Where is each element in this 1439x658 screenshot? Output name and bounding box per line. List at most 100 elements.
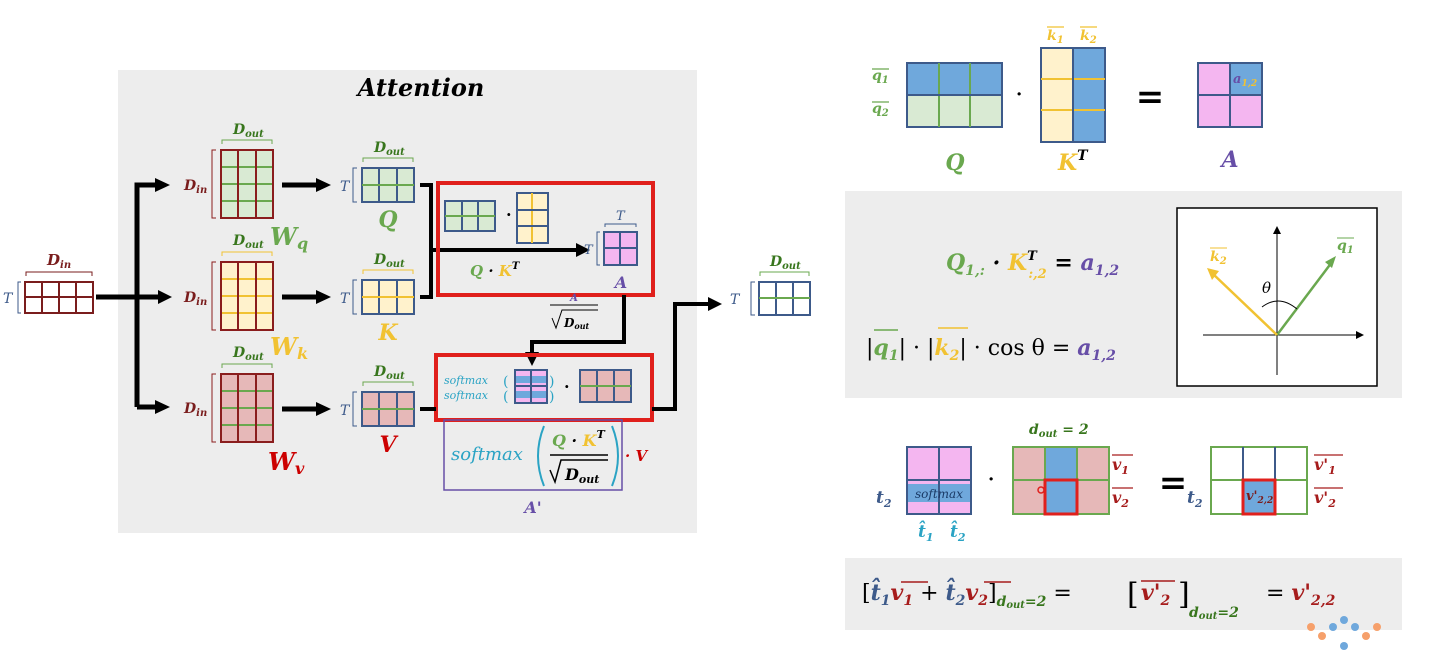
softmax-label-2: softmax	[444, 389, 489, 402]
wq-din-label: Din	[183, 178, 207, 196]
q2-label: q2	[872, 101, 889, 119]
arrow-head-q	[155, 178, 170, 192]
wk-label: Wk	[270, 332, 308, 363]
scale-connector	[530, 295, 626, 355]
v-dout-label: Dout	[373, 364, 405, 382]
q1-label: q1	[872, 68, 889, 86]
arrow-head-to-output	[708, 297, 722, 311]
big-kT-label: KT	[1057, 148, 1089, 176]
theta-arc	[1261, 300, 1298, 310]
big-q-matrix	[906, 62, 1003, 128]
t2-label-right: t2	[1187, 488, 1203, 510]
q-dout-label: Dout	[373, 140, 405, 158]
sum-panel	[845, 558, 1402, 630]
softmax-v-matrix	[579, 369, 632, 403]
qk-product-box	[436, 181, 655, 297]
wv-label: Wv	[268, 447, 305, 478]
output-dout-label: Dout	[769, 254, 801, 272]
softmax-row-label: softmax	[915, 487, 963, 501]
w-to-qkv-arrows	[282, 182, 318, 412]
arrow-head-to-K	[316, 290, 331, 304]
wk-matrix	[211, 251, 274, 331]
t2-label-left: t2	[876, 488, 892, 510]
a-prime-label: A'	[522, 498, 541, 517]
wv-dout-label: Dout	[232, 345, 264, 363]
q-T-label: T	[340, 179, 351, 195]
q1-vector	[1276, 261, 1333, 336]
y-axis-arrow	[1273, 226, 1281, 234]
q-label: Q	[378, 207, 397, 233]
wk-dout-label: Dout	[232, 233, 264, 251]
sum-sub-2: dout=2	[1189, 605, 1239, 622]
softmax-row-matrix	[906, 446, 972, 515]
a-matrix-small	[596, 223, 638, 266]
scale-denominator: Dout	[563, 316, 590, 331]
arrow-head-k	[158, 290, 172, 304]
a12-cell-label: a1,2	[1233, 72, 1257, 89]
sum-result: = v'2,2	[1266, 580, 1336, 609]
wq-label: Wq	[270, 222, 308, 253]
output-T-label: T	[730, 292, 741, 308]
big-dot: ·	[1016, 84, 1022, 105]
plot-k2-label: k2	[1210, 249, 1227, 267]
big-q-label: Q	[945, 150, 964, 176]
big-a-matrix	[1197, 62, 1263, 128]
formula-denominator: Dout	[564, 465, 599, 486]
big-equals: =	[1136, 77, 1165, 117]
arrow-head-to-Q	[316, 178, 331, 192]
softmax-paren-open-2: (	[503, 389, 508, 405]
input-matrix	[17, 271, 94, 314]
qk-small-q	[444, 200, 496, 232]
formula-paren-close	[611, 425, 619, 487]
t1-hat-label: t̂1	[918, 521, 934, 544]
sum-formula: [t̂1v1 + t̂2v2]dout=2 =	[862, 578, 1072, 611]
v-label: V	[379, 432, 398, 458]
big-kT-matrix	[1040, 47, 1106, 143]
a-left-T: T	[584, 243, 594, 258]
t2-hat-label: t̂2	[950, 521, 966, 544]
wq-dout-label: Dout	[232, 122, 264, 140]
q1-vector-head	[1325, 256, 1336, 268]
v-values-matrix	[1012, 446, 1110, 516]
k-dout-label: Dout	[373, 252, 405, 270]
formula-numerator: Q · KT	[552, 428, 606, 450]
plot-q1-label: q1	[1337, 238, 1354, 256]
q-matrix	[352, 157, 415, 203]
v-T-label: T	[340, 403, 351, 419]
qk-connector	[420, 183, 578, 299]
softmax-paren-open-1: (	[503, 374, 508, 390]
a-small-label: A	[613, 273, 627, 292]
dot-formula: Q1,: · KT:,2 = a1,2	[946, 249, 1119, 282]
output-connector	[420, 302, 712, 411]
scale-sqrt	[551, 309, 598, 330]
k-label: K	[377, 320, 398, 346]
v2-label: v2	[1112, 488, 1129, 510]
arrow-head-v	[155, 400, 170, 414]
softmax-dot: ·	[564, 377, 570, 396]
formula-sqrt	[549, 459, 608, 485]
wk-din-label: Din	[183, 290, 207, 308]
qk-caption: Q · KT	[470, 261, 521, 280]
sum-bracket-close: ]	[1178, 577, 1190, 612]
k2-label: k2	[1080, 28, 1097, 46]
logo-icon	[1307, 616, 1381, 650]
wv-matrix	[211, 363, 274, 443]
sum-bracket-open: [	[1127, 577, 1139, 612]
arrow-head-to-V	[316, 402, 331, 416]
v-prime-1-label: v'1	[1314, 455, 1336, 477]
qk-dot: ·	[506, 205, 512, 224]
k2-vector	[1211, 272, 1278, 336]
softmax-a-matrix	[514, 369, 548, 404]
lower-dot: ·	[988, 469, 994, 490]
scale-numerator: A	[569, 293, 578, 304]
softmax-paren-close-1: )	[549, 374, 554, 390]
sum-v-prime: v'2	[1141, 580, 1171, 609]
formula-softmax: softmax	[451, 444, 523, 465]
branch-arrows	[96, 182, 162, 410]
input-T-label: T	[3, 291, 14, 307]
d-out-eq-label: dout = 2	[1029, 422, 1089, 440]
panel-title: Attention	[356, 73, 485, 102]
big-a-label: A	[1219, 147, 1238, 173]
theta-label: θ	[1262, 279, 1271, 297]
